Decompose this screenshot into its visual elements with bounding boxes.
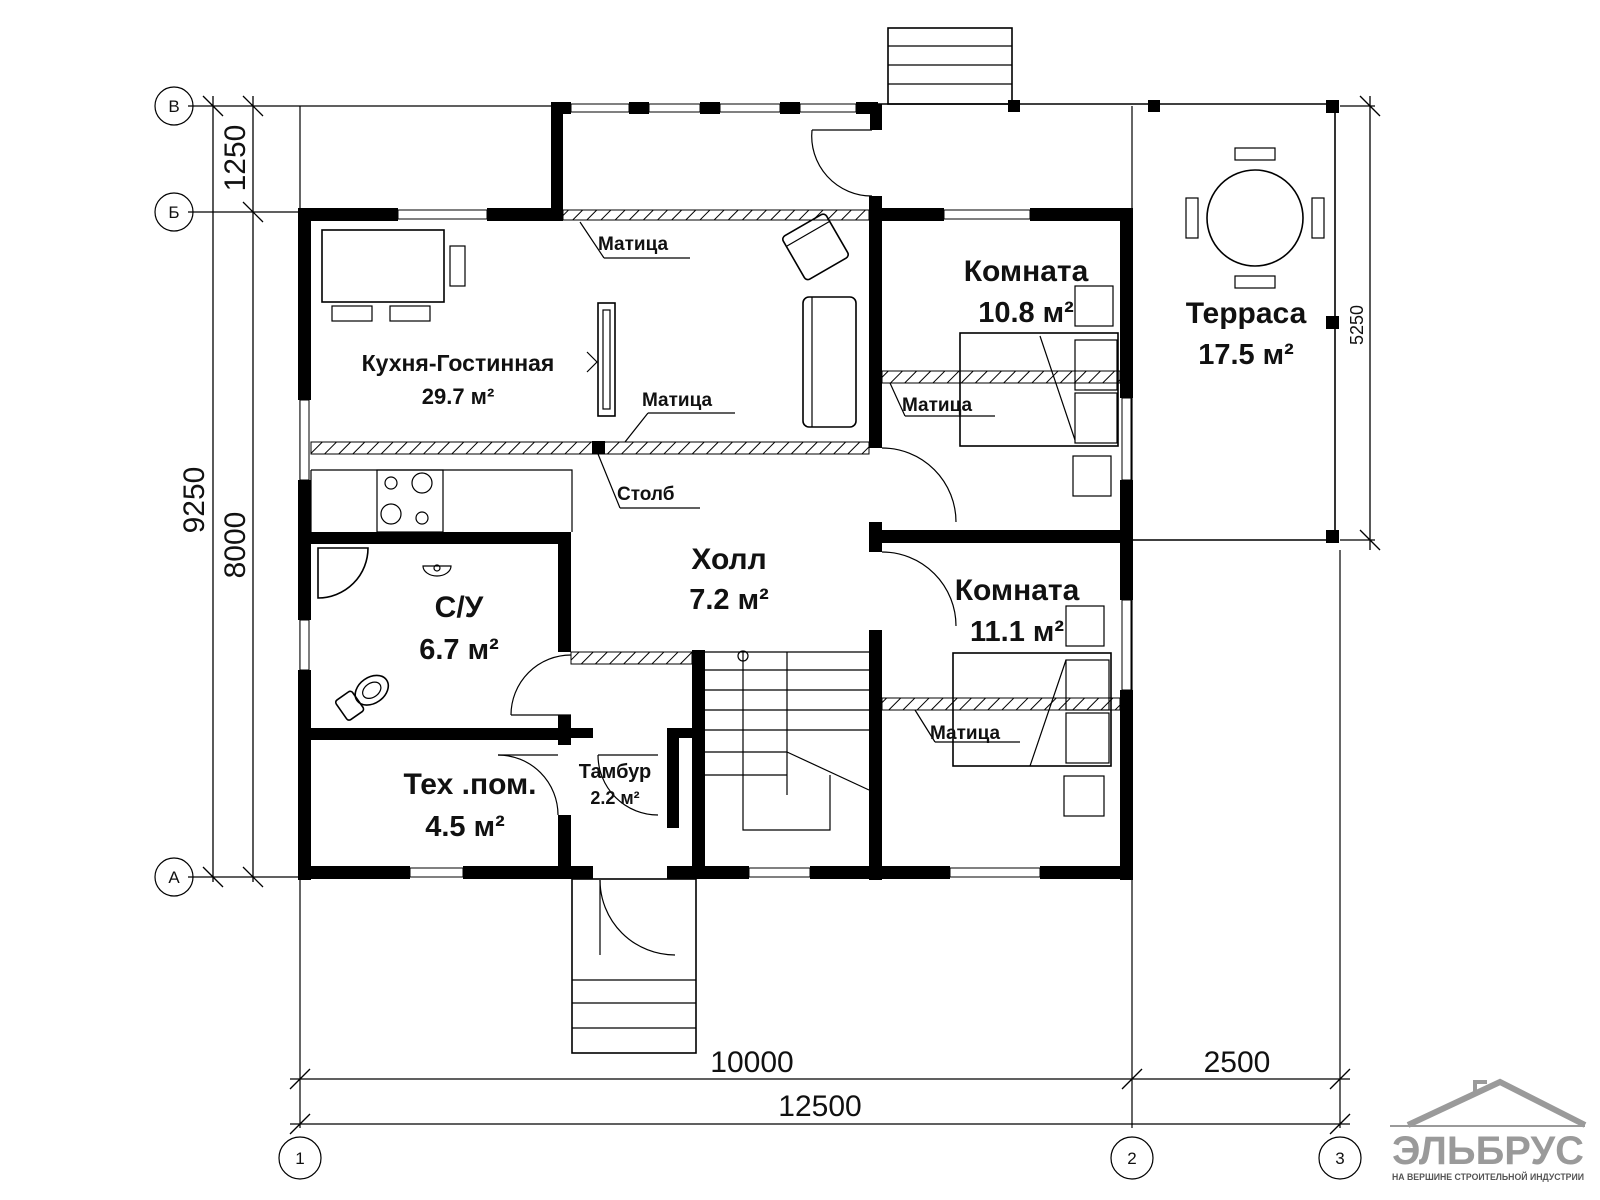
terrace-outline bbox=[1008, 100, 1339, 543]
room-area-bathroom: 6.7 м² bbox=[419, 634, 499, 666]
beam-label-room1: Матица bbox=[902, 395, 973, 416]
axis-label-v: В bbox=[168, 97, 179, 116]
room1-furniture bbox=[959, 285, 1119, 497]
room-area-room1: 10.8 м² bbox=[978, 297, 1074, 329]
beams bbox=[310, 209, 1121, 711]
room-area-terrace: 17.5 м² bbox=[1198, 339, 1294, 371]
axis-markers bbox=[154, 86, 1362, 1180]
dim-left-total: 9250 bbox=[178, 467, 211, 534]
leader-lines bbox=[579, 221, 1020, 743]
axis-label-2: 2 bbox=[1127, 1149, 1136, 1168]
beam-label-room2: Матица bbox=[930, 723, 1001, 744]
kitchen-furniture bbox=[310, 213, 857, 533]
dim-left-inner: 8000 bbox=[219, 512, 252, 579]
room-name-vestibule: Тамбур bbox=[579, 761, 652, 783]
room-name-room1: Комната bbox=[964, 255, 1089, 288]
interior-staircase bbox=[705, 650, 870, 831]
dim-bottom-main: 10000 bbox=[710, 1046, 793, 1079]
room2-furniture bbox=[952, 605, 1112, 817]
dim-right: 5250 bbox=[1347, 305, 1367, 345]
logo-name: ЭЛЬБРУС bbox=[1392, 1129, 1584, 1173]
room-name-terrace: Терраса bbox=[1186, 297, 1307, 330]
stairs-south bbox=[571, 878, 697, 1054]
room-name-room2: Комната bbox=[955, 574, 1080, 607]
doors bbox=[497, 129, 957, 956]
room-name-tech: Тех .пом. bbox=[403, 768, 536, 801]
dim-bottom-terrace: 2500 bbox=[1204, 1046, 1271, 1079]
beam-label-top: Матица bbox=[598, 234, 669, 255]
bathroom-fixtures bbox=[317, 547, 452, 721]
axis-label-3: 3 bbox=[1335, 1149, 1344, 1168]
pillar-label: Столб bbox=[617, 484, 674, 505]
axis-label-b: Б bbox=[168, 203, 179, 222]
dim-bottom-total: 12500 bbox=[778, 1090, 861, 1123]
company-logo: ЭЛЬБРУС НА ВЕРШИНЕ СТРОИТЕЛЬНОЙ ИНДУСТРИ… bbox=[1390, 1078, 1587, 1182]
room-area-room2: 11.1 м² bbox=[970, 616, 1064, 648]
room-area-hall: 7.2 м² bbox=[689, 584, 769, 616]
room-name-kitchen: Кухня-Гостинная bbox=[362, 350, 555, 376]
logo-tagline: НА ВЕРШИНЕ СТРОИТЕЛЬНОЙ ИНДУСТРИИ bbox=[1392, 1171, 1584, 1182]
room-area-tech: 4.5 м² bbox=[425, 811, 505, 843]
dimension-lines bbox=[188, 95, 1381, 1135]
walls bbox=[298, 102, 1133, 880]
room-name-hall: Холл bbox=[691, 543, 766, 576]
axis-label-a: А bbox=[168, 868, 180, 887]
dim-left-top: 1250 bbox=[219, 125, 252, 192]
stairs-north bbox=[887, 27, 1013, 105]
axis-label-1: 1 bbox=[295, 1149, 304, 1168]
windows bbox=[299, 103, 1132, 878]
room-name-bathroom: С/У bbox=[435, 591, 484, 624]
terrace-table bbox=[1185, 147, 1325, 289]
room-area-kitchen: 29.7 м² bbox=[422, 384, 495, 409]
room-area-vestibule: 2.2 м² bbox=[590, 788, 639, 808]
beam-label-middle: Матица bbox=[642, 390, 713, 411]
